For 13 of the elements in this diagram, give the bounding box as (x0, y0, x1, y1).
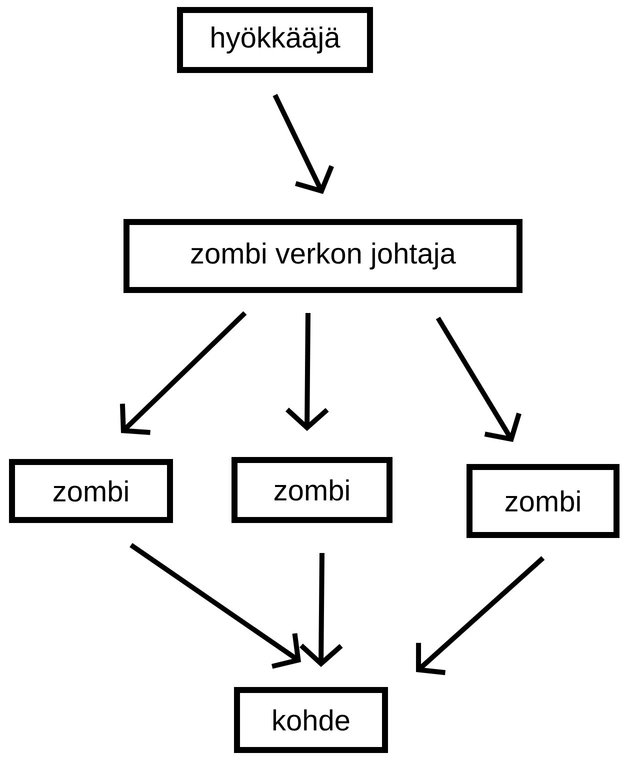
arrow (130, 542, 301, 669)
process-box: zombi (9, 459, 173, 523)
arrow (300, 552, 343, 667)
process-box: zombi verkon johtaja (124, 219, 522, 293)
process-box: zombi (466, 464, 620, 538)
arrow (416, 556, 545, 676)
arrow (436, 316, 522, 442)
process-box: hyökkääjä (177, 7, 373, 73)
arrow (272, 94, 334, 194)
arrow (120, 311, 247, 436)
process-box: zombi (232, 457, 392, 523)
process-box: kohde (234, 687, 388, 753)
arrow (286, 312, 329, 431)
